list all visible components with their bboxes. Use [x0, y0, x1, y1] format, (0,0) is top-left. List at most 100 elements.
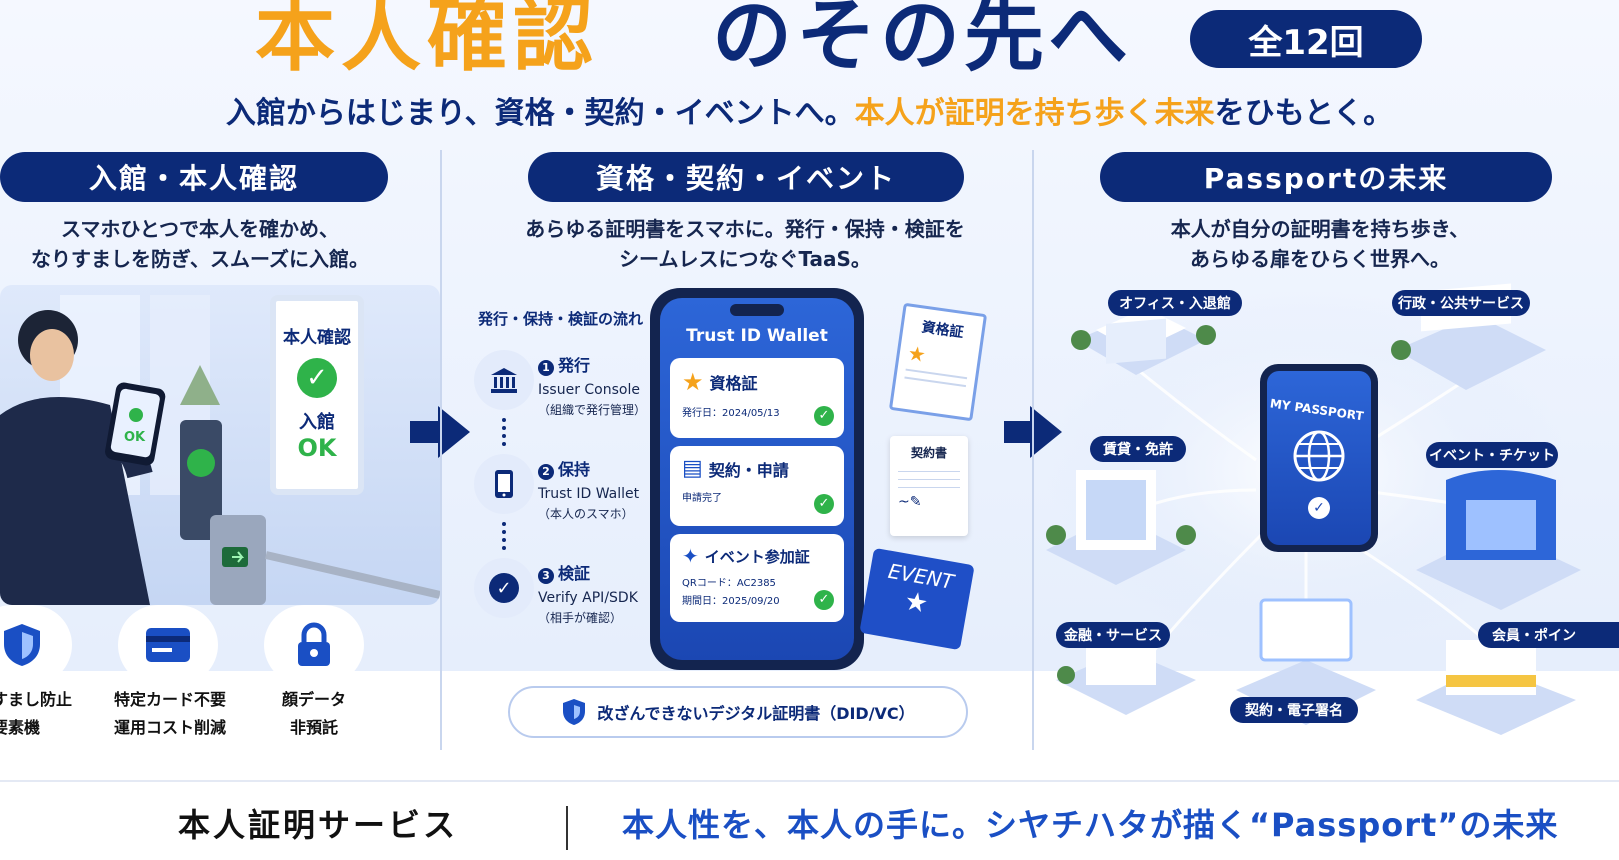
- feature-2-label: 特定カード不要運用コスト削減: [108, 686, 232, 738]
- footer-service-name: 本人証明サービス: [178, 806, 459, 844]
- col3-desc: 本人が自分の証明書を持ち歩き、 あらゆる扉をひらく世界へ。: [1080, 214, 1560, 274]
- step-1-num: 1: [538, 360, 554, 376]
- contract-doc: 契約書 ~✎: [890, 436, 968, 536]
- feature-2-line2: 運用コスト削減: [113, 718, 226, 737]
- signature-icon: ~✎: [898, 494, 922, 510]
- col2-desc: あらゆる証明書をスマホに。発行・保持・検証を シームレスにつなぐTaaS。: [480, 214, 1010, 274]
- arrow-icon: [410, 406, 470, 458]
- col1-desc-line2: なりすましを防ぎ、スムーズに入館。: [31, 247, 369, 271]
- subtitle-part1: 入館からはじまり、資格・契約・イベントへ。: [225, 96, 855, 131]
- chip-members: 会員・ポイン: [1478, 622, 1619, 648]
- step-3-label: 検証: [558, 564, 591, 583]
- wallet-card-1-meta: 発行日：2024/05/13: [682, 408, 780, 419]
- flow-connector: [502, 522, 506, 550]
- wallet-card-3-meta1: QRコード：AC2385: [682, 578, 776, 589]
- col3-desc-line2: あらゆる扉をひらく世界へ。: [1190, 247, 1450, 271]
- subtitle-part2: をひもとく。: [1214, 96, 1394, 131]
- col2-heading: 資格・契約・イベント: [528, 152, 964, 202]
- col1-desc-line1: スマホひとつで本人を確かめ、: [61, 217, 339, 241]
- check-icon: ✓: [1308, 497, 1330, 519]
- event-ticket: EVENT ★: [859, 547, 975, 651]
- feature-2: [118, 605, 218, 685]
- flow-connector: [502, 418, 506, 446]
- kiosk-title: 本人確認: [283, 328, 351, 348]
- feature-1-line2: 要素機: [0, 718, 41, 737]
- wallet-card-event[interactable]: ✦ イベント参加証 QRコード：AC2385 期間日：2025/09/20 ✓: [670, 534, 844, 622]
- wallet-card-2-title: 契約・申請: [708, 460, 789, 480]
- building-rental: [1046, 470, 1196, 585]
- footer-divider: [0, 780, 1619, 782]
- feature-1-label: すまし防止要素機: [0, 686, 92, 738]
- phone-icon: [474, 454, 534, 514]
- col3-desc-line1: 本人が自分の証明書を持ち歩き、: [1170, 217, 1470, 241]
- qualification-doc-title: 資格証: [920, 319, 965, 342]
- step-3-num: 3: [538, 568, 554, 584]
- wallet-card-contract[interactable]: ▤契約・申請 申請完了 ✓: [670, 446, 844, 526]
- feature-3-line1: 顔データ: [281, 690, 346, 709]
- building-office: [1071, 308, 1216, 375]
- building-event: [1416, 470, 1581, 610]
- feature-3: [264, 605, 364, 685]
- passport-label: MY PASSPORT: [1269, 396, 1365, 424]
- globe-icon: [1293, 430, 1345, 482]
- chip-government: 行政・公共サービス: [1392, 290, 1530, 316]
- did-vc-badge: 改ざんできないデジタル証明書（DID/VC）: [508, 686, 968, 738]
- feature-1-line1: すまし防止: [0, 690, 73, 709]
- chip-finance: 金融・サービス: [1056, 622, 1170, 648]
- footer-tagline: 本人性を、本人の手に。シヤチハタが描く“Passport”の未来: [622, 806, 1559, 844]
- building-members: [1416, 640, 1576, 735]
- step-1-note: （組織で発行管理）: [538, 403, 647, 417]
- chip-office: オフィス・入退館: [1108, 290, 1242, 316]
- step-2-num: 2: [538, 464, 554, 480]
- wallet-card-3-meta2: 期間日：2025/09/20: [682, 596, 780, 607]
- subtitle: 入館からはじまり、資格・契約・イベントへ。本人が証明を持ち歩く未来をひもとく。: [0, 88, 1619, 132]
- entrance-scene: OK: [0, 285, 440, 605]
- kiosk-line1: 入館: [299, 412, 335, 433]
- check-icon: ✓: [297, 358, 337, 398]
- col2-desc-line1: あらゆる証明書をスマホに。発行・保持・検証を: [525, 217, 965, 241]
- step-2-name: Trust ID Wallet: [538, 486, 640, 502]
- col1-heading: 入館・本人確認: [0, 152, 388, 202]
- step-1-name: Issuer Console: [538, 382, 640, 398]
- feature-3-line2: 非預託: [289, 718, 338, 737]
- medal-icon: ★: [682, 368, 704, 396]
- building-finance: [1056, 640, 1196, 715]
- phone-ok-text: OK: [124, 430, 146, 445]
- wallet-card-1-title: 資格証: [709, 374, 758, 393]
- flow-title: 発行・保持・検証の流れ: [478, 310, 644, 328]
- col3-heading: Passportの未来: [1100, 152, 1552, 202]
- divider-1: [440, 150, 442, 750]
- check-icon: ✓: [814, 494, 834, 514]
- step-2-label: 保持: [558, 460, 591, 479]
- kiosk-screen: 本人確認 ✓ 入館 OK: [270, 295, 364, 495]
- col2-desc-line2: シームレスにつなぐTaaS。: [619, 247, 871, 271]
- wallet-card-2-meta: 申請完了: [682, 493, 722, 504]
- card-icon: [146, 628, 190, 662]
- step-3-note: （相手が確認）: [538, 611, 623, 625]
- wallet-title: Trust ID Wallet: [686, 326, 828, 346]
- did-vc-label: 改ざんできないデジタル証明書（DID/VC）: [597, 704, 915, 723]
- passport-phone: MY PASSPORT ✓: [1260, 364, 1378, 552]
- chip-contract: 契約・電子署名: [1230, 697, 1358, 723]
- check-icon: ✓: [814, 406, 834, 426]
- wallet-card-qualification[interactable]: ★ 資格証 発行日：2024/05/13 ✓: [670, 358, 844, 438]
- subtitle-highlight: 本人が証明を持ち歩く未来: [854, 96, 1215, 131]
- chip-rental: 賃貸・免許: [1090, 436, 1186, 462]
- wallet-phone: Trust ID Wallet ★ 資格証 発行日：2024/05/13 ✓ ▤契…: [650, 288, 864, 670]
- phone-notch: [730, 304, 784, 316]
- step-1-label: 発行: [558, 356, 591, 375]
- shield-icon: [563, 699, 586, 725]
- step-2-note: （本人のスマホ）: [538, 507, 634, 521]
- check-icon: ✓: [814, 590, 834, 610]
- shield-icon: [4, 624, 40, 666]
- title-highlight: 本人確認: [255, 0, 599, 82]
- qualification-doc: 資格証 ★: [888, 302, 988, 422]
- wallet-card-3-title: イベント参加証: [704, 547, 810, 566]
- bank-icon: [474, 350, 534, 410]
- col1-desc: スマホひとつで本人を確かめ、 なりすましを防ぎ、スムーズに入館。: [10, 214, 390, 274]
- contract-doc-title: 契約書: [910, 446, 947, 460]
- feature-2-line1: 特定カード不要: [113, 690, 226, 709]
- ticket-icon: ✦: [682, 544, 699, 568]
